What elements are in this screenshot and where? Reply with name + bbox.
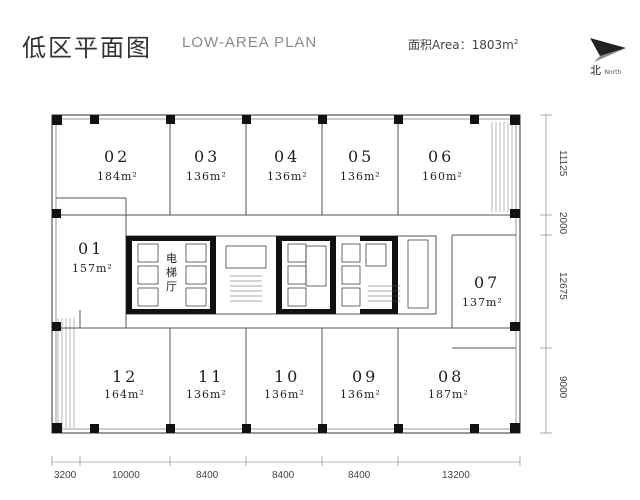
core <box>125 235 437 315</box>
dim-right-label: 2000 <box>557 212 568 235</box>
room-area: 136m² <box>340 388 381 401</box>
elevator-hall-label-2: 梯 <box>166 266 177 279</box>
dim-bottom-label: 8400 <box>272 470 295 481</box>
dimension-bottom <box>51 456 521 466</box>
room-area: 187m² <box>428 388 469 401</box>
dim-bottom-label: 8400 <box>196 470 219 481</box>
room-partitions <box>56 119 516 429</box>
room-number: 06 <box>428 147 454 166</box>
room-number: 04 <box>274 147 300 166</box>
room-area: 136m² <box>340 170 381 183</box>
room-area: 136m² <box>267 170 308 183</box>
dim-bottom-label: 13200 <box>442 470 470 481</box>
room-number: 07 <box>474 273 500 292</box>
elevator-hall-label-3: 厅 <box>166 280 177 293</box>
dim-bottom-label: 10000 <box>112 470 140 481</box>
room-area: 184m² <box>97 170 138 183</box>
stair-hatch-left <box>57 318 75 428</box>
dim-right-label: 11125 <box>557 150 568 177</box>
north-label: 北 North <box>590 64 622 77</box>
dim-bottom-label: 8400 <box>348 470 371 481</box>
page-subtitle: LOW-AREA PLAN <box>182 34 318 51</box>
room-area: 160m² <box>422 170 463 183</box>
area-label: 面积Area：1803m2 <box>408 38 519 52</box>
room-number: 03 <box>194 147 220 166</box>
room-number: 10 <box>274 367 300 386</box>
room-number: 11 <box>198 367 224 386</box>
outer-wall <box>51 114 521 434</box>
room-labels: 02 184m² 03 136m² 04 136m² 05 136m² 06 1… <box>72 147 503 401</box>
room-number: 09 <box>352 367 378 386</box>
room-area: 137m² <box>462 296 503 309</box>
room-number: 01 <box>78 239 104 258</box>
room-number: 02 <box>104 147 130 166</box>
dim-right-label: 9000 <box>557 376 568 399</box>
room-area: 136m² <box>186 170 227 183</box>
stair-hatch-right <box>491 122 513 212</box>
room-area: 136m² <box>186 388 227 401</box>
structural-columns <box>52 115 520 433</box>
dimension-right <box>540 114 552 434</box>
room-number: 05 <box>348 147 374 166</box>
room-area: 164m² <box>104 388 145 401</box>
page-title: 低区平面图 <box>22 34 152 62</box>
elevator-hall-label-1: 电 <box>166 252 177 265</box>
room-number: 08 <box>438 367 464 386</box>
room-number: 12 <box>112 367 138 386</box>
dim-bottom-label: 3200 <box>54 470 77 481</box>
dim-right-label: 12675 <box>557 272 568 300</box>
room-area: 157m² <box>72 262 113 275</box>
room-area: 136m² <box>264 388 305 401</box>
north-arrow-icon <box>590 38 626 62</box>
